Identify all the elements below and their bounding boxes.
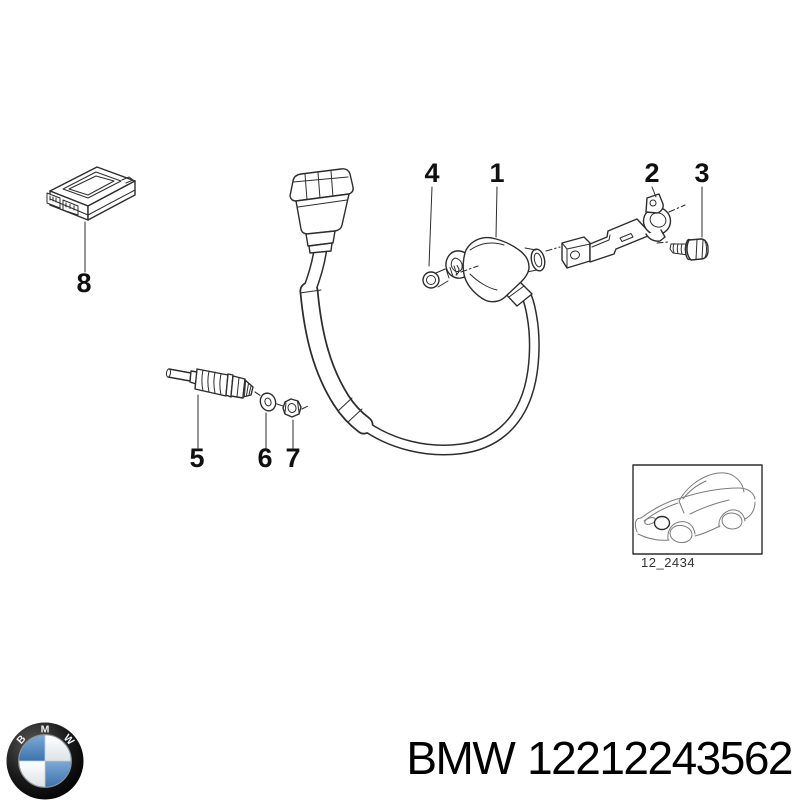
- callout-2-label: 2: [644, 158, 659, 188]
- nut-drawing: [282, 398, 309, 418]
- part-number-value: 12212243562: [527, 732, 793, 784]
- car-sketch: [634, 472, 756, 544]
- ecu-module-drawing: [46, 166, 136, 221]
- callout-8-label: 8: [76, 268, 91, 298]
- car-thumbnail: 12_2434: [632, 464, 763, 570]
- callout-6-label: 6: [257, 443, 272, 473]
- sensor-drawing: [445, 236, 546, 307]
- brand-label: BMW: [406, 732, 515, 784]
- callout-1: 1: [489, 158, 505, 238]
- callout-7: 7: [285, 419, 301, 473]
- location-dot: [653, 515, 671, 531]
- screw-3-drawing: [669, 238, 709, 261]
- callout-7-label: 7: [285, 443, 300, 473]
- callout-3: 3: [694, 158, 710, 238]
- connector-plug-drawing: [289, 168, 354, 254]
- callout-6: 6: [257, 412, 273, 473]
- washer-drawing: [259, 392, 284, 412]
- callout-8: 8: [76, 221, 92, 298]
- callout-1-label: 1: [489, 158, 504, 188]
- callout-2: 2: [644, 158, 660, 198]
- thumbnail-code: 12_2434: [641, 555, 695, 570]
- sensor-cable-drawing: [299, 245, 540, 456]
- logo-letter-m: M: [41, 724, 50, 736]
- glow-plug-drawing: [165, 368, 262, 399]
- callout-3-label: 3: [694, 158, 709, 188]
- screw-4-drawing: [422, 265, 479, 289]
- bmw-logo-icon: B M W: [6, 722, 84, 800]
- callout-4-label: 4: [424, 158, 439, 188]
- callout-5: 5: [189, 394, 205, 473]
- callout-4: 4: [424, 158, 440, 267]
- part-number-line: BMW 12212243562: [406, 732, 793, 784]
- callout-5-label: 5: [189, 443, 204, 473]
- bracket-drawing: [545, 193, 686, 269]
